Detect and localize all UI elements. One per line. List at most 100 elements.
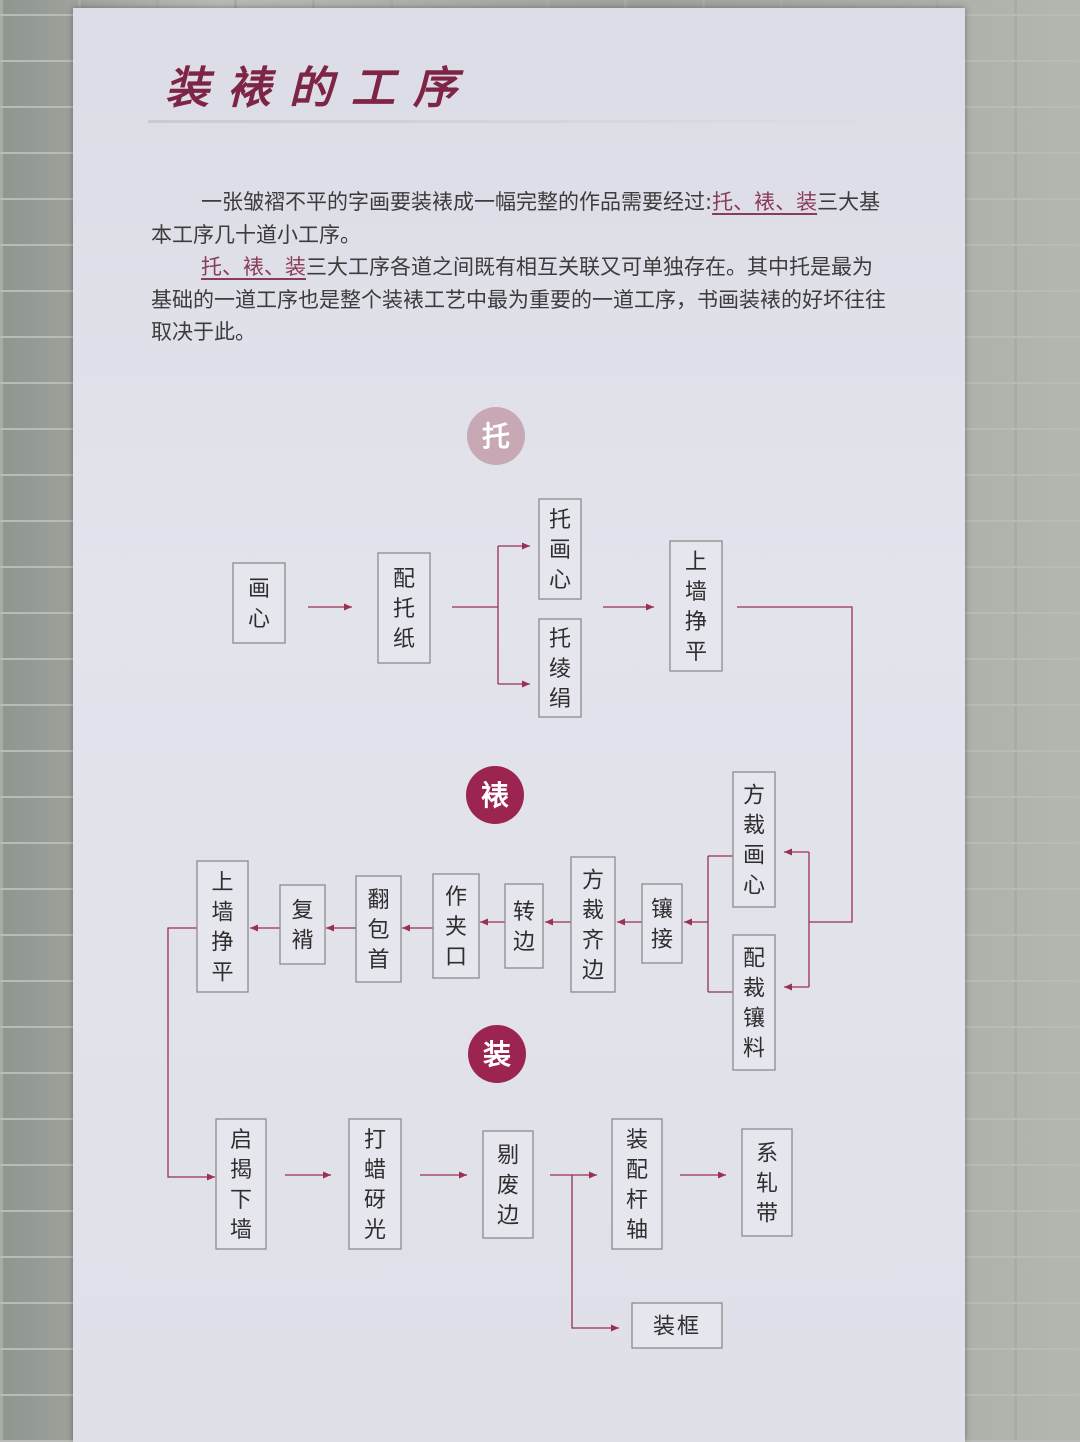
- stage-circle: [466, 766, 524, 824]
- step-box: [504, 883, 544, 969]
- stage-circle: [468, 1025, 526, 1083]
- arrow-head: [545, 918, 553, 926]
- arrow-head: [684, 918, 692, 926]
- arrow-head: [344, 603, 352, 611]
- step-label: 装框: [653, 1315, 701, 1340]
- arrow-head: [617, 918, 625, 926]
- intro-paragraph-1: 一张皱褶不平的字画要装裱成一幅完整的作品需要经过:托、裱、装三大基本工序几十道小…: [151, 186, 891, 251]
- step-label: 系轧带: [756, 1142, 778, 1227]
- step-box: [377, 552, 431, 664]
- arrow-head: [611, 1324, 619, 1332]
- step-node-tuolingjuan: 托绫绢: [538, 618, 582, 718]
- arrow-head: [784, 983, 792, 991]
- step-node-tifeibian: 剔废边: [482, 1130, 534, 1239]
- step-label: 方裁齐边: [582, 869, 604, 984]
- arrow-head: [326, 924, 334, 932]
- step-label: 装配杆轴: [626, 1128, 648, 1243]
- arrow-head: [784, 848, 792, 856]
- intro-p1-rest: 三大基本工序几十道小工序。: [151, 190, 881, 247]
- stage-circle: [467, 407, 525, 465]
- flow-connectors: [167, 542, 853, 1332]
- intro-text: 一张皱褶不平的字画要装裱成一幅完整的作品需要经过:托、裱、装三大基本工序几十道小…: [151, 186, 891, 349]
- step-label: 转边: [513, 900, 535, 955]
- intro-p1-text: 一张皱褶不平的字画要装裱成一幅完整的作品需要经过:: [201, 190, 713, 214]
- step-label: 托画心: [549, 508, 571, 593]
- step-box: [641, 883, 683, 964]
- step-node-peituozhi: 配托纸: [377, 552, 431, 664]
- step-box: [570, 856, 616, 993]
- step-box: [482, 1130, 534, 1239]
- arrow-head: [718, 1171, 726, 1179]
- stage-label: 裱: [481, 779, 509, 812]
- step-box: [355, 875, 402, 983]
- step-box: [232, 562, 286, 644]
- step-label: 复褙: [291, 899, 313, 954]
- intro-p2-text: 三大工序各道之间既有相互关联又可单独存在。其中托是最为基础的一道工序也是整个装裱…: [151, 255, 886, 344]
- step-label: 配托纸: [393, 567, 415, 652]
- step-node-zhuangpeiganzhou: 装配杆轴: [611, 1118, 663, 1250]
- stage-label: 装: [483, 1038, 511, 1071]
- step-node-zhuangkuang: 装框: [631, 1302, 723, 1349]
- intro-p2-highlight: 托、裱、装: [201, 255, 306, 279]
- arrow-head: [646, 603, 654, 611]
- intro-paragraph-2: 托、裱、装三大工序各道之间既有相互关联又可单独存在。其中托是最为基础的一道工序也…: [151, 251, 891, 349]
- step-node-fangcaihuaxin: 方裁画心: [732, 771, 776, 908]
- stage-marker-biao: 裱: [466, 766, 524, 824]
- intro-p1-highlight: 托、裱、装: [712, 190, 818, 214]
- step-box: [669, 540, 723, 672]
- arrow-head: [323, 1171, 331, 1179]
- step-label: 翻包首: [367, 888, 389, 973]
- stage-marker-zhuang: 装: [468, 1025, 526, 1083]
- arrow-head: [459, 1171, 467, 1179]
- step-box: [538, 498, 582, 600]
- title-divider: [148, 120, 888, 123]
- step-box: [538, 618, 582, 718]
- stage-label: 托: [482, 420, 510, 453]
- step-box: [611, 1118, 663, 1250]
- step-box: [732, 771, 776, 908]
- step-label: 打蜡砑光: [364, 1128, 386, 1243]
- step-node-qijiexiaqiang: 启揭下墙: [215, 1118, 267, 1250]
- step-label: 方裁画心: [743, 784, 765, 899]
- step-label: 启揭下墙: [230, 1128, 252, 1243]
- step-node-zhuanbian: 转边: [504, 883, 544, 969]
- step-box: [732, 934, 776, 1071]
- step-node-fanbaoshou: 翻包首: [355, 875, 402, 983]
- step-box: [631, 1302, 723, 1349]
- arrow-head: [589, 1171, 597, 1179]
- step-node-huaxin: 画心: [232, 562, 286, 644]
- step-label: 上墙挣平: [685, 550, 707, 665]
- step-box: [279, 884, 326, 965]
- step-node-fubei: 复褙: [279, 884, 326, 965]
- step-node-peicaixiangliao: 配裁镶料: [732, 934, 776, 1071]
- flow-nodes: 画心配托纸托画心托绫绢上墙挣平方裁画心配裁镶料镶接方裁齐边转边作夹口翻包首复褙上…: [196, 498, 793, 1349]
- arrow-head: [522, 680, 530, 688]
- step-node-fangcaiqibian: 方裁齐边: [570, 856, 616, 993]
- flow-connector: [571, 1175, 619, 1329]
- step-node-shangqiang1: 上墙挣平: [669, 540, 723, 672]
- arrow-head: [402, 924, 410, 932]
- step-box: [432, 873, 480, 979]
- step-label: 作夹口: [445, 885, 467, 970]
- stage-marker-tuo: 托: [467, 407, 525, 465]
- step-node-xizhadai: 系轧带: [741, 1128, 793, 1237]
- step-node-shangqiang2: 上墙挣平: [196, 860, 249, 993]
- arrow-head: [480, 918, 488, 926]
- step-node-dalayaguang: 打蜡砑光: [348, 1118, 402, 1250]
- step-label: 托绫绢: [549, 627, 571, 712]
- step-label: 上墙挣平: [211, 871, 233, 986]
- step-label: 配裁镶料: [743, 947, 765, 1062]
- stage-markers: 托裱装: [466, 407, 526, 1083]
- step-box: [741, 1128, 793, 1237]
- step-label: 镶接: [651, 898, 673, 953]
- page-title: 装裱的工序: [165, 63, 475, 114]
- flow-connector: [167, 927, 215, 1178]
- step-box: [348, 1118, 402, 1250]
- arrow-head: [250, 924, 258, 932]
- step-box: [215, 1118, 267, 1250]
- arrow-head: [207, 1173, 215, 1181]
- step-label: 剔废边: [497, 1144, 519, 1229]
- step-label: 画心: [248, 577, 270, 632]
- step-node-xiangjie: 镶接: [641, 883, 683, 964]
